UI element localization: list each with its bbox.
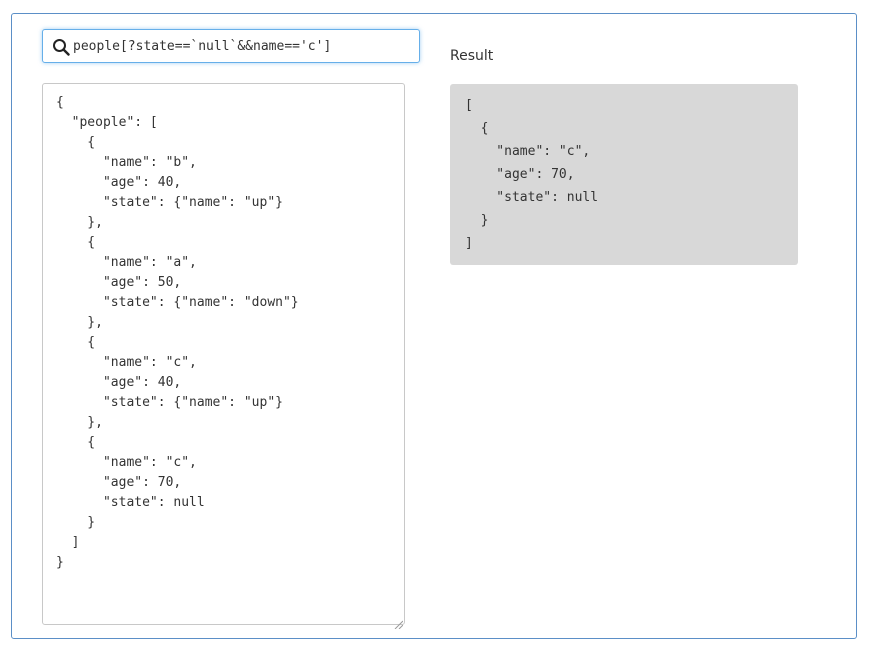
expression-input[interactable] (73, 35, 413, 57)
json-input-editor[interactable]: { "people": [ { "name": "b", "age": 40, … (42, 83, 405, 625)
resize-grip-icon[interactable] (394, 614, 404, 630)
expression-search-box[interactable] (42, 29, 420, 63)
search-icon (52, 38, 70, 56)
result-heading: Result (450, 48, 494, 64)
main-panel (11, 13, 857, 639)
result-output: [ { "name": "c", "age": 70, "state": nul… (450, 84, 798, 265)
